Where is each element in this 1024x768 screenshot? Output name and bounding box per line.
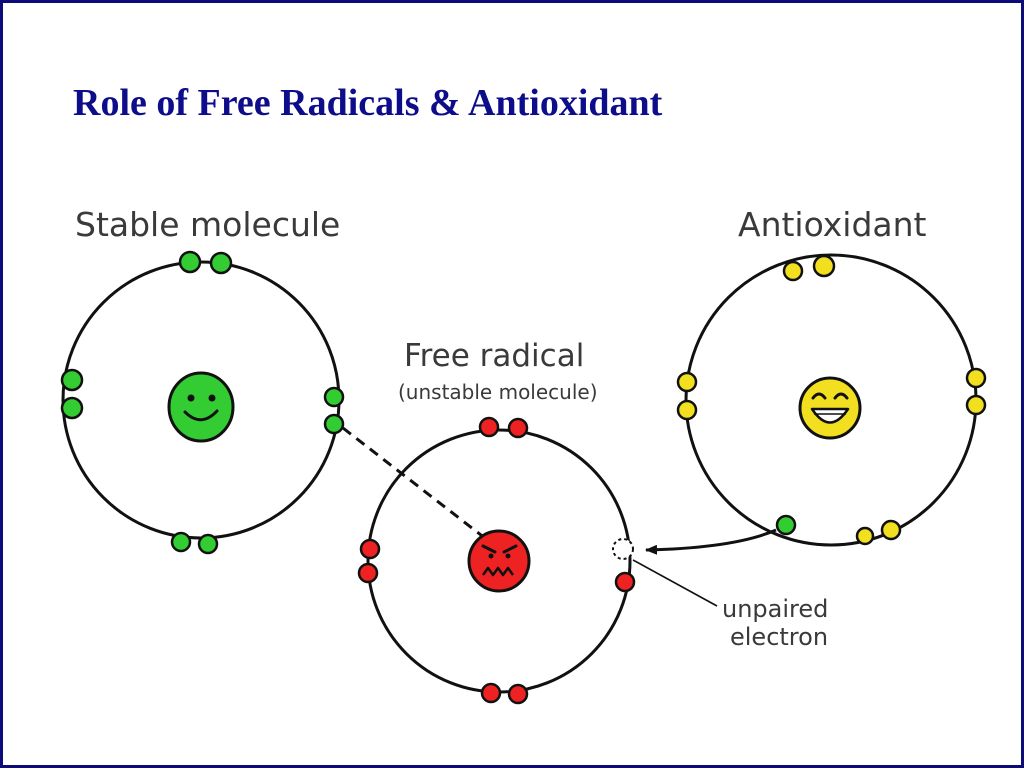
stable-electron xyxy=(197,533,219,555)
antioxidant-electrons xyxy=(676,254,987,546)
stable-electron xyxy=(178,250,202,274)
radical-electron xyxy=(357,562,379,584)
stable-electrons xyxy=(60,250,345,555)
stable-electron xyxy=(60,396,84,420)
radical-nucleus-body xyxy=(467,529,531,593)
radical-electron xyxy=(480,682,502,704)
antioxidant-electron xyxy=(880,519,902,541)
free-radical-sublabel: (unstable molecule) xyxy=(398,380,598,404)
stable-nucleus-body xyxy=(167,371,235,443)
stable-electron xyxy=(323,386,345,408)
radical-nucleus-eye xyxy=(505,553,511,559)
antioxidant-nucleus-eye xyxy=(833,392,849,400)
page-title: Role of Free Radicals & Antioxidant xyxy=(73,82,663,124)
radical-electron xyxy=(359,538,381,560)
antioxidant-electron xyxy=(676,371,698,393)
free-radical-label: Free radical xyxy=(404,338,584,374)
donated-electron xyxy=(775,514,797,536)
electron-transfer-dashed-line xyxy=(342,426,491,544)
antioxidant-nucleus xyxy=(798,376,862,440)
radical-nucleus-mouth xyxy=(481,566,515,577)
donation-arrow xyxy=(645,528,777,555)
unpaired-electron-label-line2: electron xyxy=(730,623,828,651)
antioxidant-electron xyxy=(812,254,836,278)
stable-electron xyxy=(170,531,192,553)
stable-electron xyxy=(209,251,233,275)
antioxidant-electron xyxy=(965,367,987,389)
stable-nucleus-eye xyxy=(187,394,195,402)
radical-electron xyxy=(507,417,529,439)
antioxidant-nucleus-eye xyxy=(811,392,827,400)
stable-electron xyxy=(60,368,84,392)
stable-nucleus-smile xyxy=(183,409,219,422)
radical-nucleus xyxy=(467,529,531,593)
unpaired-pointer-line xyxy=(632,559,718,607)
stable-electron xyxy=(323,413,345,435)
radical-nucleus-eye xyxy=(488,553,494,559)
radical-electron xyxy=(507,683,529,705)
unpaired-electron-slot xyxy=(612,538,634,560)
antioxidant-label: Antioxidant xyxy=(738,205,927,244)
unpaired-electron-label-line1: unpaired xyxy=(722,595,828,623)
stable-nucleus-eye xyxy=(208,394,216,402)
radical-nucleus-brow xyxy=(481,544,497,554)
radical-electron xyxy=(614,571,636,593)
stable-molecule-label: Stable molecule xyxy=(75,205,340,244)
antioxidant-electron xyxy=(965,394,987,416)
antioxidant-electron xyxy=(676,399,698,421)
radical-electrons xyxy=(357,416,636,705)
radical-nucleus-brow xyxy=(502,544,518,554)
antioxidant-electron xyxy=(782,260,804,282)
antioxidant-electron xyxy=(855,526,875,546)
stable-nucleus xyxy=(167,371,235,443)
radical-electron xyxy=(478,416,500,438)
